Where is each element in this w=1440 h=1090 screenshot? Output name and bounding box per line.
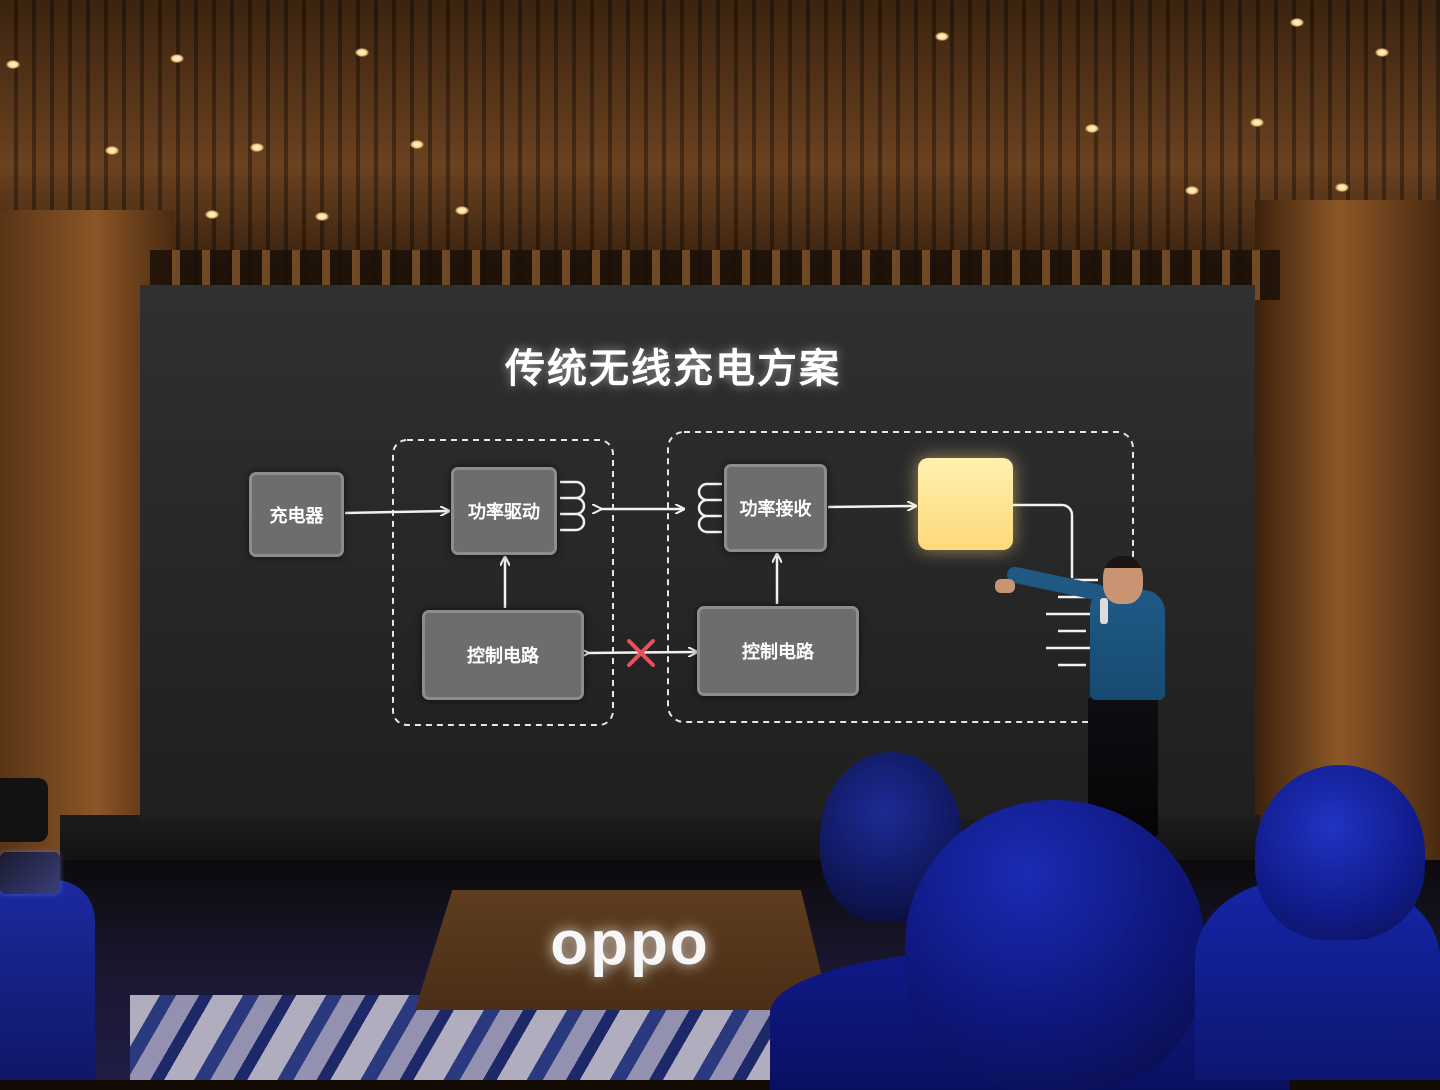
power-receive-block: 功率接收: [724, 464, 827, 552]
ceiling-light: [6, 60, 20, 69]
stage-speaker: [0, 778, 48, 842]
output-block: [918, 458, 1013, 550]
arrow-charger-to-drive: [344, 511, 448, 513]
receive-control-block: 控制电路: [697, 606, 859, 696]
logo-stand: [415, 890, 830, 1010]
wall-panel-right: [1255, 200, 1440, 860]
blocked-x-icon: [627, 639, 655, 667]
ceiling-light: [1185, 186, 1199, 195]
slide-title: 传统无线充电方案: [505, 346, 841, 392]
ceiling-light: [250, 143, 264, 152]
ceiling-light: [105, 146, 119, 155]
charger-block: 充电器: [249, 472, 344, 557]
ceiling-light: [355, 48, 369, 57]
ceiling-light: [455, 206, 469, 215]
ceiling-light: [410, 140, 424, 149]
wire-output-to-battery: [1013, 503, 1074, 578]
audience-arm: [0, 880, 95, 1080]
transmit-control-block: 控制电路: [422, 610, 584, 700]
power-drive-block: 功率驱动: [451, 467, 557, 555]
microphone-icon: [1100, 598, 1108, 624]
ceiling-light: [1335, 183, 1349, 192]
ceiling-light: [1375, 48, 1389, 57]
ceiling-light: [205, 210, 219, 219]
audience-head: [905, 800, 1205, 1090]
ceiling-light: [1085, 124, 1099, 133]
arrow-receive-to-output: [827, 506, 915, 507]
ceiling-light: [170, 54, 184, 63]
transmitter-group-outline: [392, 439, 614, 726]
ceiling-light: [315, 212, 329, 221]
ceiling-light: [935, 32, 949, 41]
ceiling-light: [1250, 118, 1264, 127]
audience-head: [1255, 765, 1425, 940]
phone-icon: [0, 852, 60, 894]
ceiling-light: [1290, 18, 1304, 27]
brand-logo: oppo: [550, 909, 710, 978]
presenter-hand: [995, 579, 1015, 593]
transmit-coil-icon: [560, 480, 586, 532]
receive-coil-icon: [697, 482, 722, 534]
presenter-head: [1103, 556, 1143, 604]
